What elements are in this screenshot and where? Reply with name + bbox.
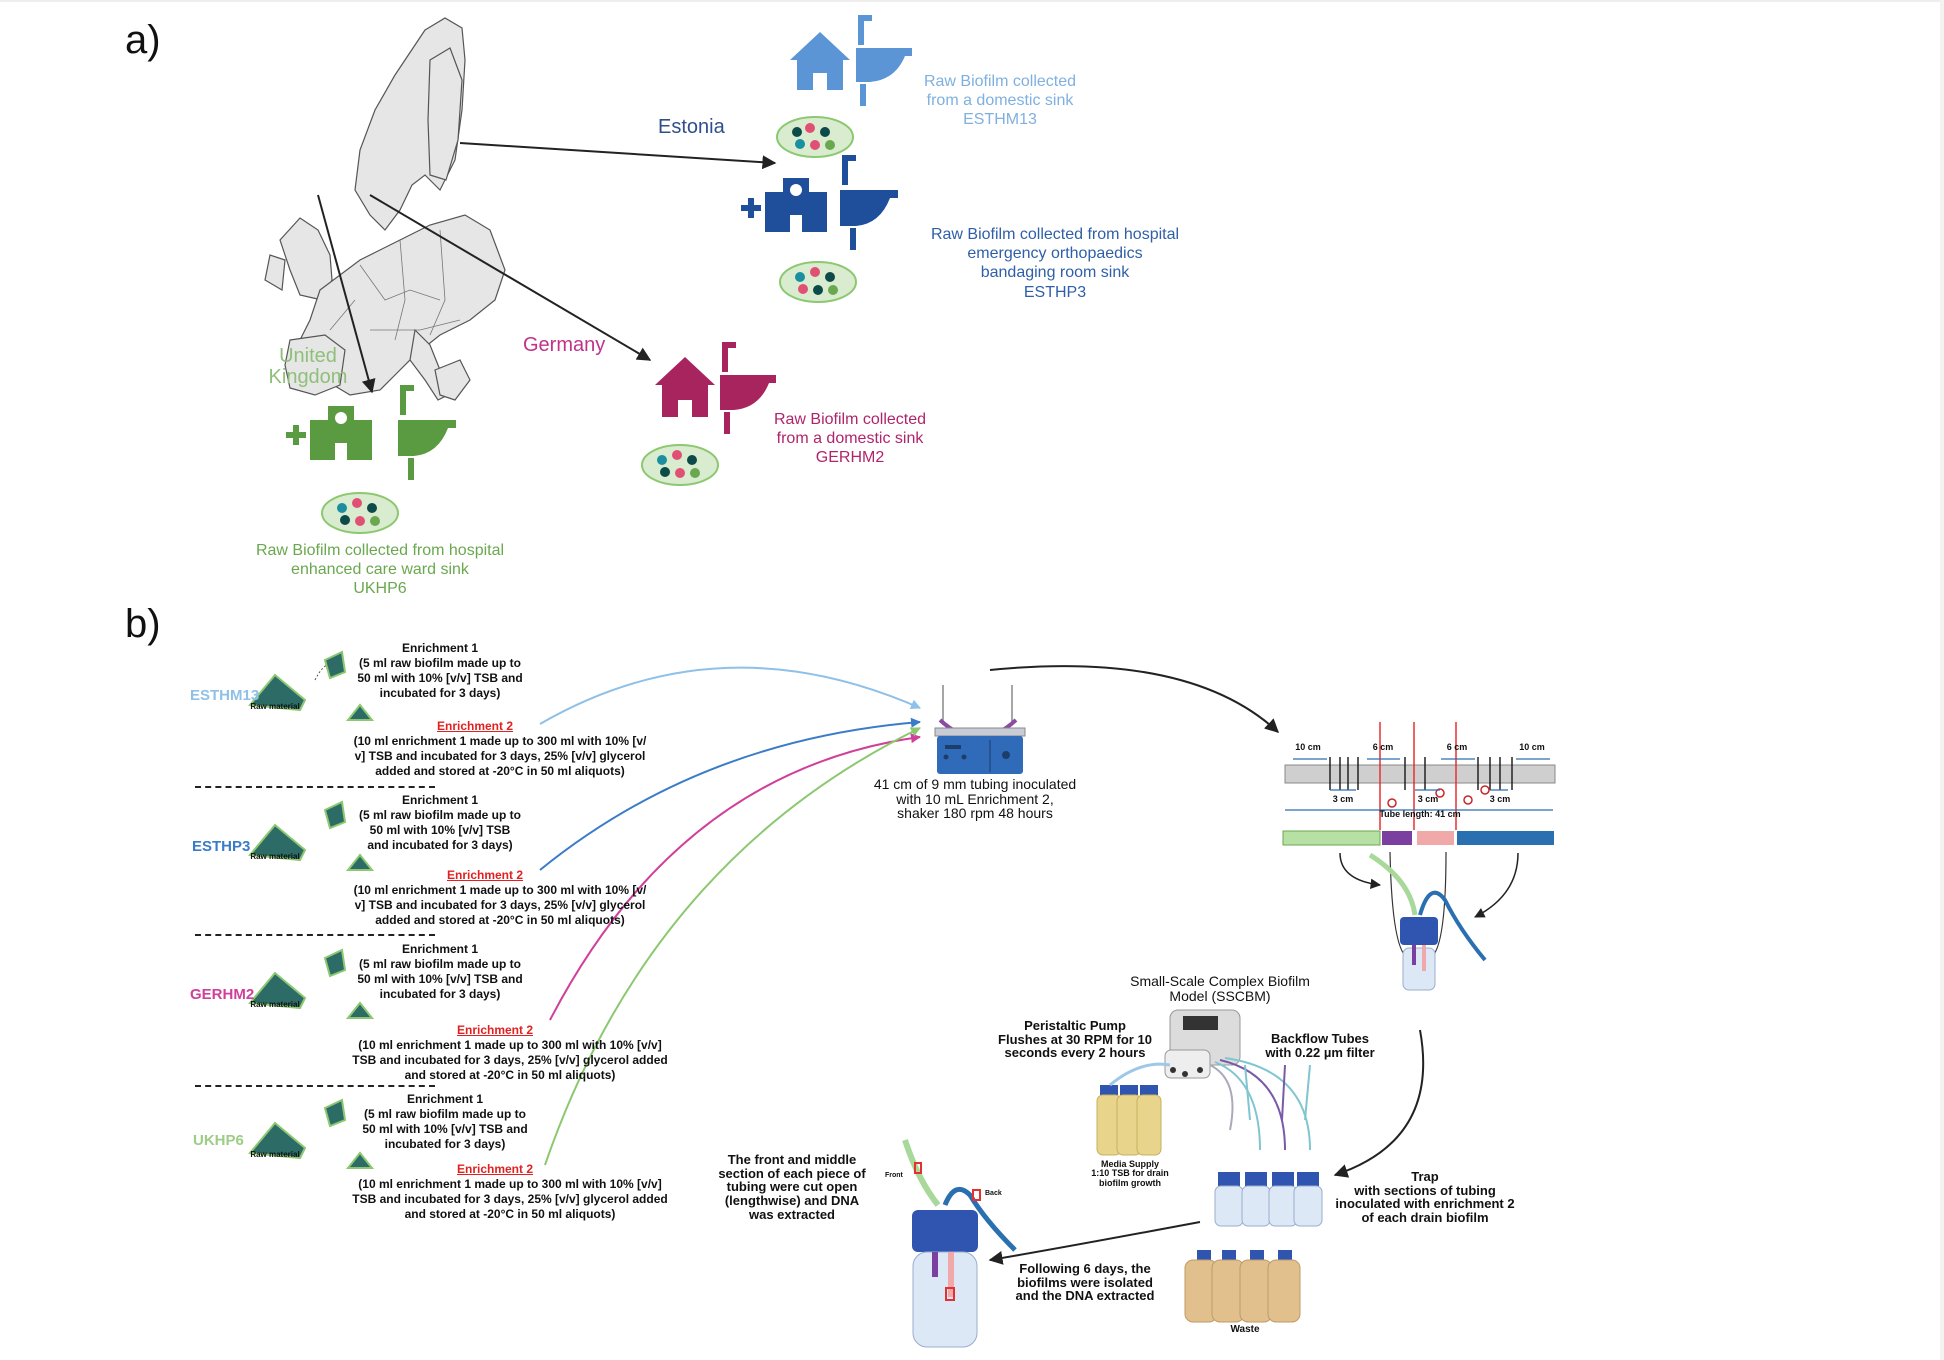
- raw-material-label: Raw material: [250, 1150, 300, 1159]
- tube-diagram: [1282, 722, 1556, 846]
- arrow-esthp3-to-shaker: [539, 717, 921, 871]
- country-label-germany: Germany: [523, 334, 606, 356]
- biofilm-blob-icon: [779, 261, 857, 303]
- enrichment1-body: (5 ml raw biofilm made up to 50 ml with …: [357, 957, 523, 1001]
- raw-material-label: Raw material: [250, 1000, 300, 1009]
- arrow-to-germany: [369, 194, 652, 361]
- hospital-icon: [286, 406, 372, 460]
- arrow-trap-to-sscbm: [1333, 1029, 1425, 1178]
- scissors-icon: [1387, 785, 1490, 808]
- arrow-ukhp6-to-shaker: [544, 727, 921, 1166]
- tube-segment-label: 3 cm: [1489, 794, 1511, 804]
- arrow-to-final-bottle: [988, 1221, 1201, 1265]
- following-caption: Following 6 days, the biofilms were isol…: [1015, 1261, 1155, 1304]
- hospital-icon: [741, 178, 827, 232]
- site-caption-gerhm2: Raw Biofilm collected from a domestic si…: [773, 411, 927, 467]
- sample-label: ESTHM13: [190, 687, 260, 704]
- enrichment1-title: Enrichment 1: [401, 942, 479, 956]
- arrow-shaker-to-tube: [989, 665, 1280, 733]
- tube-segment-label: 3 cm: [1417, 794, 1439, 804]
- top-border: [0, 0, 1944, 2]
- arrow-to-uk: [317, 194, 376, 394]
- tube-segment-label: 10 cm: [1519, 742, 1545, 752]
- panel-a-label: a): [125, 18, 161, 62]
- trap-bottles-row-icon: [1214, 1172, 1323, 1227]
- enrichment1-title: Enrichment 1: [401, 793, 479, 807]
- waste-bottles-icon: [1184, 1250, 1301, 1323]
- enrichment1-title: Enrichment 1: [401, 641, 479, 655]
- bottle-label-front: Front: [885, 1172, 903, 1179]
- waste-label: Waste: [1230, 1324, 1260, 1335]
- enrichment2-body: (10 ml enrichment 1 made up to 300 ml wi…: [353, 883, 647, 927]
- raw-material-biofilms-icon: [248, 650, 375, 1169]
- enrichment2-title: Enrichment 2: [436, 719, 514, 733]
- tube-segment-label: 6 cm: [1446, 742, 1468, 752]
- enrichment2-body: (10 ml enrichment 1 made up to 300 ml wi…: [353, 734, 647, 778]
- sink-icon: [856, 15, 912, 106]
- house-icon: [790, 32, 850, 90]
- right-border: [1940, 0, 1944, 1360]
- sample-label: GERHM2: [190, 986, 255, 1003]
- orbital-shaker-icon: [934, 685, 1026, 774]
- enrichment2-title: Enrichment 2: [446, 868, 524, 882]
- tube-segment-label: 6 cm: [1372, 742, 1394, 752]
- arrow-to-estonia: [459, 142, 777, 170]
- site-caption-ukhp6: Raw Biofilm collected from hospital enha…: [255, 542, 505, 598]
- enrichment2-title: Enrichment 2: [456, 1162, 534, 1176]
- enrichment2-title: Enrichment 2: [456, 1023, 534, 1037]
- site-caption-esthp3: Raw Biofilm collected from hospital emer…: [930, 226, 1180, 301]
- media-supply-caption: Media Supply 1:10 TSB for drain biofilm …: [1091, 1159, 1169, 1188]
- country-label-estonia: Estonia: [658, 116, 725, 138]
- biofilm-blob-icon: [321, 492, 399, 534]
- biofilm-blob-icon: [641, 444, 719, 486]
- front-middle-caption: The front and middle section of each pie…: [718, 1152, 866, 1222]
- bottle-label-back: Back: [985, 1190, 1002, 1197]
- pump-caption: Peristaltic Pump Flushes at 30 RPM for 1…: [998, 1018, 1152, 1061]
- sink-icon: [840, 155, 898, 250]
- enrichment1-body: (5 ml raw biofilm made up to 50 ml with …: [362, 1107, 528, 1151]
- europe-map: [264, 17, 506, 401]
- trap-caption: Trap with sections of tubing inoculated …: [1335, 1169, 1515, 1225]
- site-caption-esthm13: Raw Biofilm collected from a domestic si…: [923, 73, 1077, 129]
- tube-segment-label: 10 cm: [1295, 742, 1321, 752]
- biofilm-blob-icon: [776, 116, 854, 158]
- trap-bottle-icon: [1339, 851, 1519, 991]
- sample-label: ESTHP3: [192, 838, 251, 855]
- enrichment2-body: (10 ml enrichment 1 made up to 300 ml wi…: [352, 1177, 668, 1221]
- sink-icon: [398, 385, 456, 480]
- arrow-esthm13-to-shaker: [539, 666, 921, 725]
- sink-icon: [720, 342, 776, 434]
- media-supply-bottles-icon: [1096, 1062, 1171, 1156]
- country-label-uk: United Kingdom: [268, 345, 348, 388]
- enrichment1-title: Enrichment 1: [406, 1092, 484, 1106]
- enrichment2-body: (10 ml enrichment 1 made up to 300 ml wi…: [352, 1038, 668, 1082]
- house-icon: [655, 357, 715, 417]
- divider: [195, 1085, 435, 1087]
- peristaltic-pump-icon: [1164, 1009, 1241, 1079]
- enrichment1-body: (5 ml raw biofilm made up to 50 ml with …: [357, 656, 523, 700]
- raw-material-label: Raw material: [250, 702, 300, 711]
- arrow-gerhm2-to-shaker: [549, 733, 921, 1021]
- enrichment1-body: (5 ml raw biofilm made up to 50 ml with …: [358, 808, 522, 852]
- final-bottle-icon: [902, 1139, 1017, 1348]
- sample-label: UKHP6: [193, 1132, 244, 1149]
- backflow-tubes-icon: [1209, 1057, 1311, 1151]
- shaker-caption: 41 cm of 9 mm tubing inoculated with 10 …: [873, 776, 1077, 822]
- raw-material-label: Raw material: [250, 852, 300, 861]
- sscbm-title: Small-Scale Complex Biofilm Model (SSCBM…: [1130, 973, 1310, 1004]
- backflow-caption: Backflow Tubes with 0.22 µm filter: [1265, 1031, 1375, 1060]
- divider: [195, 786, 435, 788]
- tube-segment-label: 3 cm: [1332, 794, 1354, 804]
- map-borders: [329, 229, 461, 341]
- divider: [195, 934, 435, 936]
- panel-b-label: b): [125, 602, 161, 646]
- tube-length-label: Tube length: 41 cm: [1379, 809, 1461, 819]
